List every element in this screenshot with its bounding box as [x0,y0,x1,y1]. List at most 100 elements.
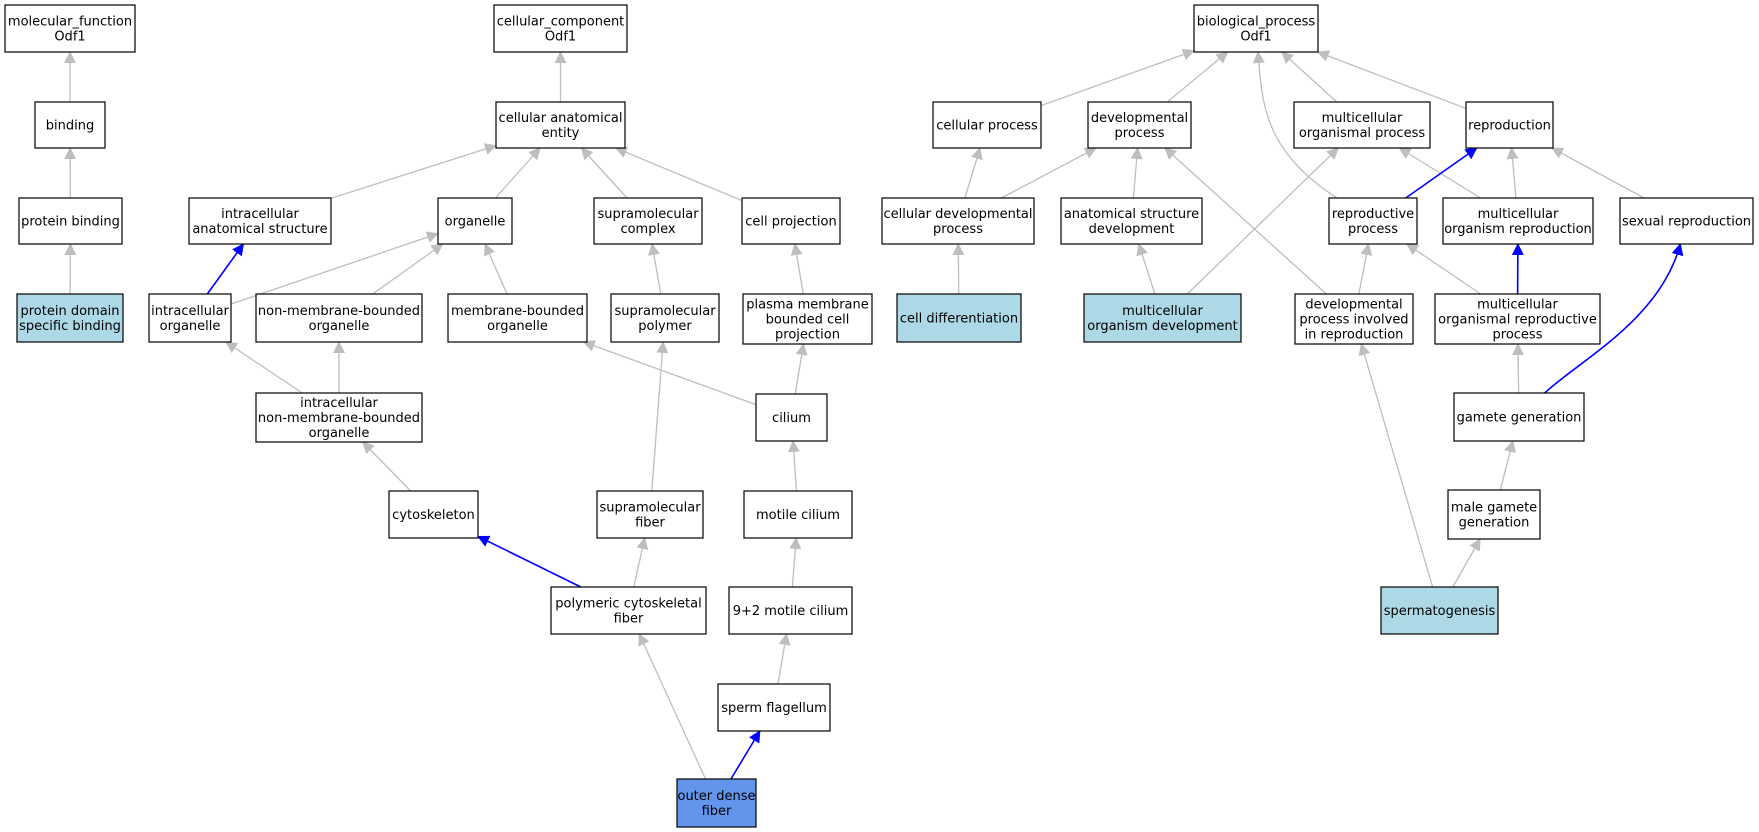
node-label: organism development [1087,319,1237,334]
edge-ias-to-cae [330,143,497,199]
node-label: Odf1 [1240,30,1271,45]
node-box [1380,586,1499,635]
edge-celldiff-to-cdp [952,243,965,295]
node-label: 9+2 motile cilium [733,604,849,619]
node-label: non-membrane-bounded [258,304,420,319]
node-cellproc[interactable]: cellular process [932,101,1042,149]
edge-cilium-to-mbo [582,340,757,406]
node-binding[interactable]: binding [34,101,106,149]
node-label: organelle [160,319,221,334]
node-box [255,392,423,443]
node-label: Odf1 [545,30,576,45]
edge-spermato-to-mgg [1452,538,1481,588]
edge-io-to-ias [206,243,245,295]
node-label: anatomical structure [192,222,327,237]
edge-odf-to-pcf [638,633,707,780]
node-label: male gamete [1451,501,1537,516]
node-label: process [933,222,983,237]
node-sexrep[interactable]: sexual reproduction [1619,197,1754,245]
node-box [896,293,1022,343]
edge-gamgen-to-morp [1512,343,1525,394]
edge-sexrep-to-repro [1551,147,1645,199]
node-box [16,293,124,343]
edge-pcf-to-smf [633,537,649,588]
node-box [1434,293,1601,345]
node-box [717,683,831,732]
node-box [1465,101,1554,149]
edge-cellproc-to-bp [1040,48,1195,107]
node-inmbo[interactable]: intracellularnon-membrane-boundedorganel… [255,392,423,443]
edge-morp-to-rp [1406,243,1482,295]
node-label: binding [46,119,94,134]
node-label: cellular anatomical [499,111,623,126]
node-label: supramolecular [597,207,699,222]
node-label: intracellular [300,396,378,411]
edge-pcf-to-cytoskeleton [477,535,582,588]
node-label: process [1493,328,1543,343]
node-label: gamete generation [1457,411,1582,426]
node-motile[interactable]: motile cilium [743,490,853,539]
node-label: organelle [487,319,548,334]
edge-odf-to-sperm_flag [730,730,761,780]
node-repro[interactable]: reproduction [1465,101,1554,149]
edge-mgg-to-gamgen [1499,440,1516,491]
node-box [728,586,853,635]
edge-gamgen-to-sexrep [1544,243,1684,394]
node-box [1060,197,1203,245]
node-box [1087,101,1192,149]
node-spermato[interactable]: spermatogenesis [1380,586,1499,635]
node-label: fiber [635,516,665,531]
node-m92[interactable]: 9+2 motile cilium [728,586,853,635]
node-cytoskeleton[interactable]: cytoskeleton [388,490,479,539]
node-box [550,586,707,635]
node-cellproj[interactable]: cell projection [741,197,841,245]
node-label: cellular process [936,119,1038,134]
node-box [34,101,106,149]
node-box [881,197,1035,245]
edge-asd-to-devproc [1130,147,1143,199]
node-label: cellular_component [497,15,625,30]
node-label: cilium [772,411,811,426]
node-protein_binding[interactable]: protein binding [18,197,123,245]
node-label: supramolecular [614,304,716,319]
node-box [447,293,588,343]
node-label: sexual reproduction [1622,215,1751,230]
node-box [1328,197,1418,245]
node-gamgen[interactable]: gamete generation [1453,392,1585,442]
node-label: cytoskeleton [392,508,475,523]
node-label: developmental [1091,111,1188,126]
node-sperm_flag[interactable]: sperm flagellum [717,683,831,732]
node-box [742,293,873,345]
node-box [1447,489,1541,540]
node-organelle[interactable]: organelle [437,197,513,245]
node-cilium[interactable]: cilium [755,393,828,442]
node-label: process involved [1299,313,1408,328]
node-celldiff[interactable]: cell differentiation [896,293,1022,343]
